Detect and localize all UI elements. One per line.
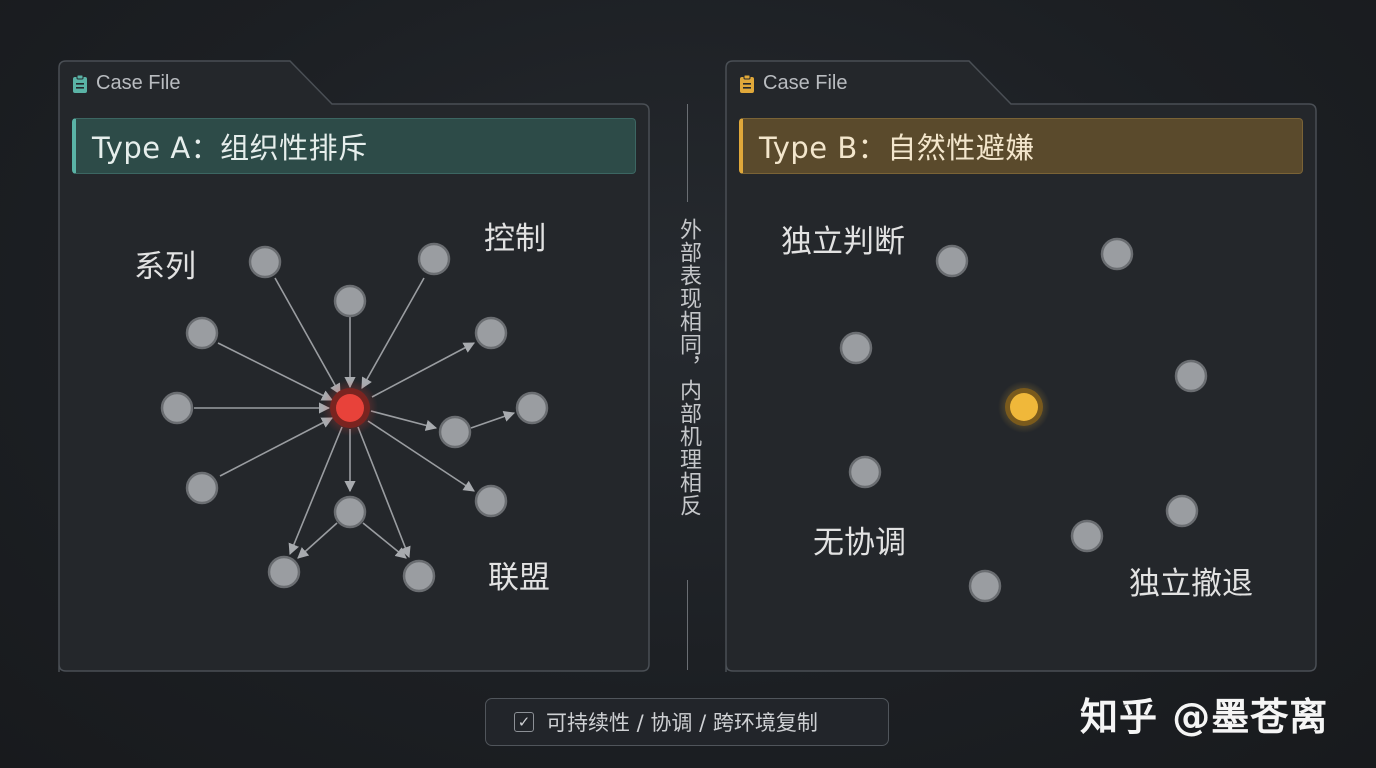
diagram-natural-avoidance: 独立判断 无协调 独立撤退 [781, 224, 1253, 603]
edge-outbound [357, 426, 411, 559]
node [1165, 494, 1199, 528]
label-series: 系列 [134, 249, 196, 285]
case-file-b: Case File Type B：自然性避嫌 独立判断 无协调 独立撤退 [725, 60, 1317, 672]
case-file-tab-a: Case File [72, 72, 180, 95]
edge-inbound [217, 342, 334, 401]
edge-outbound [370, 410, 438, 431]
edge-inbound [219, 417, 333, 477]
diagram-organized-exclusion: 系列 控制 联盟 [134, 221, 550, 596]
clipboard-icon [740, 74, 754, 93]
divider-line-bottom [687, 580, 688, 670]
node [185, 316, 219, 350]
label-independent-judgment: 独立判断 [781, 224, 905, 260]
edge-outbound [362, 522, 407, 559]
edge-inbound [361, 277, 425, 389]
node [1174, 359, 1208, 393]
node [160, 391, 194, 425]
node [474, 316, 508, 350]
type-b-title: Type B：自然性避嫌 [739, 118, 1303, 174]
footer-text: 可持续性 / 协调 / 跨环境复制 [546, 711, 818, 735]
node [267, 555, 301, 589]
check-icon: ✓ [514, 712, 534, 732]
divider-caption: 外部表现相同，内部机理相反 [676, 218, 701, 517]
footer-criteria: ✓ 可持续性 / 协调 / 跨环境复制 [485, 698, 889, 746]
label-no-coordination: 无协调 [813, 525, 906, 561]
node [474, 484, 508, 518]
case-file-tab-label: Case File [763, 72, 848, 94]
node [968, 569, 1002, 603]
node [935, 244, 969, 278]
node [515, 391, 549, 425]
node [839, 331, 873, 365]
node [402, 559, 436, 593]
edge-outbound [371, 342, 475, 398]
node [248, 245, 282, 279]
clipboard-icon [73, 74, 87, 93]
case-file-tab-label: Case File [96, 72, 181, 94]
label-alliance: 联盟 [488, 560, 550, 596]
case-file-a: Case File Type A：组织性排斥 系列 控制 联盟 [58, 60, 650, 672]
edge-inbound [274, 277, 341, 395]
node [848, 455, 882, 489]
folder-shape-a [58, 60, 650, 672]
watermark-text: 知乎 @墨苍离 [1080, 695, 1329, 739]
type-a-title: Type A：组织性排斥 [72, 118, 636, 174]
node [333, 284, 367, 318]
label-control: 控制 [484, 221, 546, 257]
node [438, 415, 472, 449]
node [1070, 519, 1104, 553]
divider-line-top [687, 104, 688, 202]
label-independent-withdrawal: 独立撤退 [1129, 566, 1253, 602]
edge-outbound [470, 411, 516, 429]
node [1100, 237, 1134, 271]
node [417, 242, 451, 276]
center-node-red [336, 394, 364, 422]
center-node-yellow [1010, 393, 1038, 421]
edge-outbound [297, 522, 338, 559]
edge-outbound [367, 420, 475, 492]
node [185, 471, 219, 505]
case-file-tab-b: Case File [739, 72, 847, 95]
node [333, 495, 367, 529]
edge-outbound [288, 426, 343, 556]
